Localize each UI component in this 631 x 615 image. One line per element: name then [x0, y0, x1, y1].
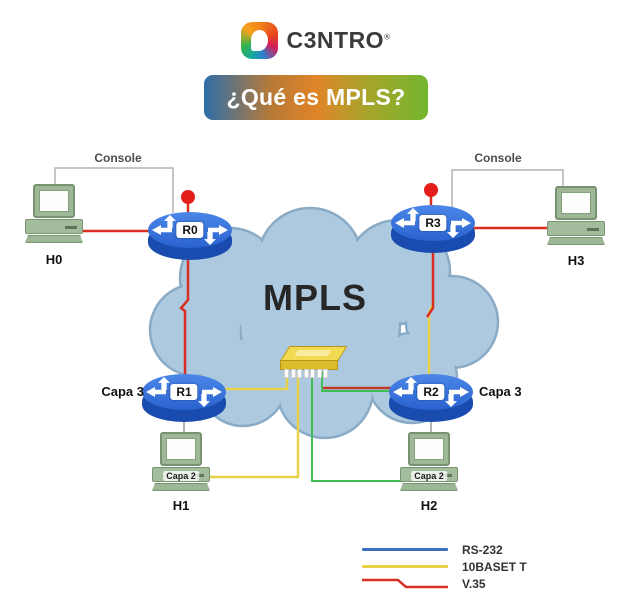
- console-label-left: Console: [94, 151, 142, 165]
- router-arrow-icon: [198, 394, 210, 407]
- router-arrow-icon: [152, 225, 172, 235]
- screen: [414, 438, 444, 460]
- ethernet-link-switch-h1: [208, 372, 300, 479]
- router-arrow-icon: [449, 387, 469, 397]
- switch-ports: [284, 369, 328, 378]
- legend-row-rs232: RS-232: [362, 541, 527, 558]
- computer-base: [400, 483, 458, 491]
- brand-wordmark: C3NTRO®: [287, 27, 391, 54]
- router-label-r2: R2: [417, 384, 445, 400]
- router-arrow-icon: [445, 394, 457, 407]
- v35-link-r0-r1: [179, 254, 190, 378]
- capa3-label-left: Capa 3: [101, 384, 144, 399]
- green-link-switch-r2: [321, 372, 402, 392]
- legend-label-rs232: RS-232: [462, 542, 503, 557]
- capa2-badge-h1: Capa 2: [163, 471, 199, 481]
- computer-body: [25, 219, 83, 234]
- legend-row-v35: V.35: [362, 575, 527, 592]
- legend-line-rs232: [362, 548, 448, 551]
- computer-base: [152, 483, 210, 491]
- green-link-switch-h2: [311, 372, 401, 482]
- red-marker-r0: [181, 190, 195, 204]
- monitor-icon: [160, 432, 202, 466]
- v35-link-r3-down: [425, 250, 435, 318]
- host-h3: [547, 186, 605, 245]
- legend-line-10baset: [362, 565, 448, 568]
- legend: RS-232 10BASET T V.35: [362, 541, 527, 592]
- monitor-icon: [555, 186, 597, 220]
- router-label-r0: R0: [176, 222, 204, 238]
- host-h0: [25, 184, 83, 243]
- page-title: ¿Qué es MPLS?: [226, 84, 406, 110]
- screen: [561, 192, 591, 214]
- console-link-r3-h3: [451, 169, 564, 211]
- switch-front-face: [280, 360, 338, 370]
- screen: [39, 190, 69, 212]
- switch-top-face: [280, 346, 348, 361]
- red-marker-r3: [424, 183, 438, 197]
- router-arrow-icon: [393, 387, 413, 397]
- host-label-h1: H1: [172, 498, 190, 513]
- brand-logo: C3NTRO®: [0, 18, 631, 62]
- router-label-r1: R1: [170, 384, 198, 400]
- legend-label-10baset: 10BASET T: [462, 559, 527, 574]
- router-arrow-icon: [204, 232, 216, 245]
- router-label-r3: R3: [419, 215, 447, 231]
- disk-slot: [65, 226, 77, 229]
- router-r3: R3: [391, 205, 475, 253]
- monitor-icon: [33, 184, 75, 218]
- router-arrow-icon: [164, 215, 176, 228]
- brand-logo-hole: [250, 29, 268, 51]
- host-label-h0: H0: [45, 252, 63, 267]
- monitor-icon: [408, 432, 450, 466]
- router-arrow-icon: [208, 225, 228, 235]
- host-h2: Capa 2: [400, 432, 458, 491]
- brand-name: C3NTRO: [286, 26, 385, 53]
- router-r2: R2: [389, 374, 473, 422]
- legend-line-v35: [362, 578, 448, 589]
- router-r1: R1: [142, 374, 226, 422]
- host-label-h3: H3: [567, 253, 585, 268]
- console-label-right: Console: [474, 151, 522, 165]
- title-banner: ¿Qué es MPLS?: [204, 75, 428, 120]
- disk-slot: [587, 228, 599, 231]
- switch-icon: [278, 346, 350, 380]
- router-r0: R0: [148, 212, 232, 260]
- router-arrow-icon: [447, 225, 459, 238]
- trademark-symbol: ®: [384, 31, 391, 41]
- computer-base: [547, 237, 605, 245]
- router-arrow-icon: [407, 208, 419, 221]
- router-arrow-icon: [405, 377, 417, 390]
- router-arrow-icon: [146, 387, 166, 397]
- host-h1: Capa 2: [152, 432, 210, 491]
- capa2-badge-h2: Capa 2: [411, 471, 447, 481]
- host-label-h2: H2: [420, 498, 438, 513]
- capa3-label-right: Capa 3: [479, 384, 522, 399]
- switch-highlight: [294, 350, 332, 356]
- router-arrow-icon: [395, 218, 415, 228]
- screen: [166, 438, 196, 460]
- console-link-h0-r0: [54, 167, 174, 213]
- brand-logo-icon: [240, 21, 278, 59]
- legend-row-10baset: 10BASET T: [362, 558, 527, 575]
- legend-label-v35: V.35: [462, 576, 486, 591]
- router-arrow-icon: [451, 218, 471, 228]
- router-top: [142, 374, 226, 410]
- router-arrow-icon: [158, 377, 170, 390]
- computer-body: [547, 221, 605, 236]
- computer-base: [25, 235, 83, 243]
- ethernet-link-switch-r1: [222, 371, 289, 391]
- router-arrow-icon: [202, 387, 222, 397]
- cloud-label: MPLS: [262, 277, 367, 318]
